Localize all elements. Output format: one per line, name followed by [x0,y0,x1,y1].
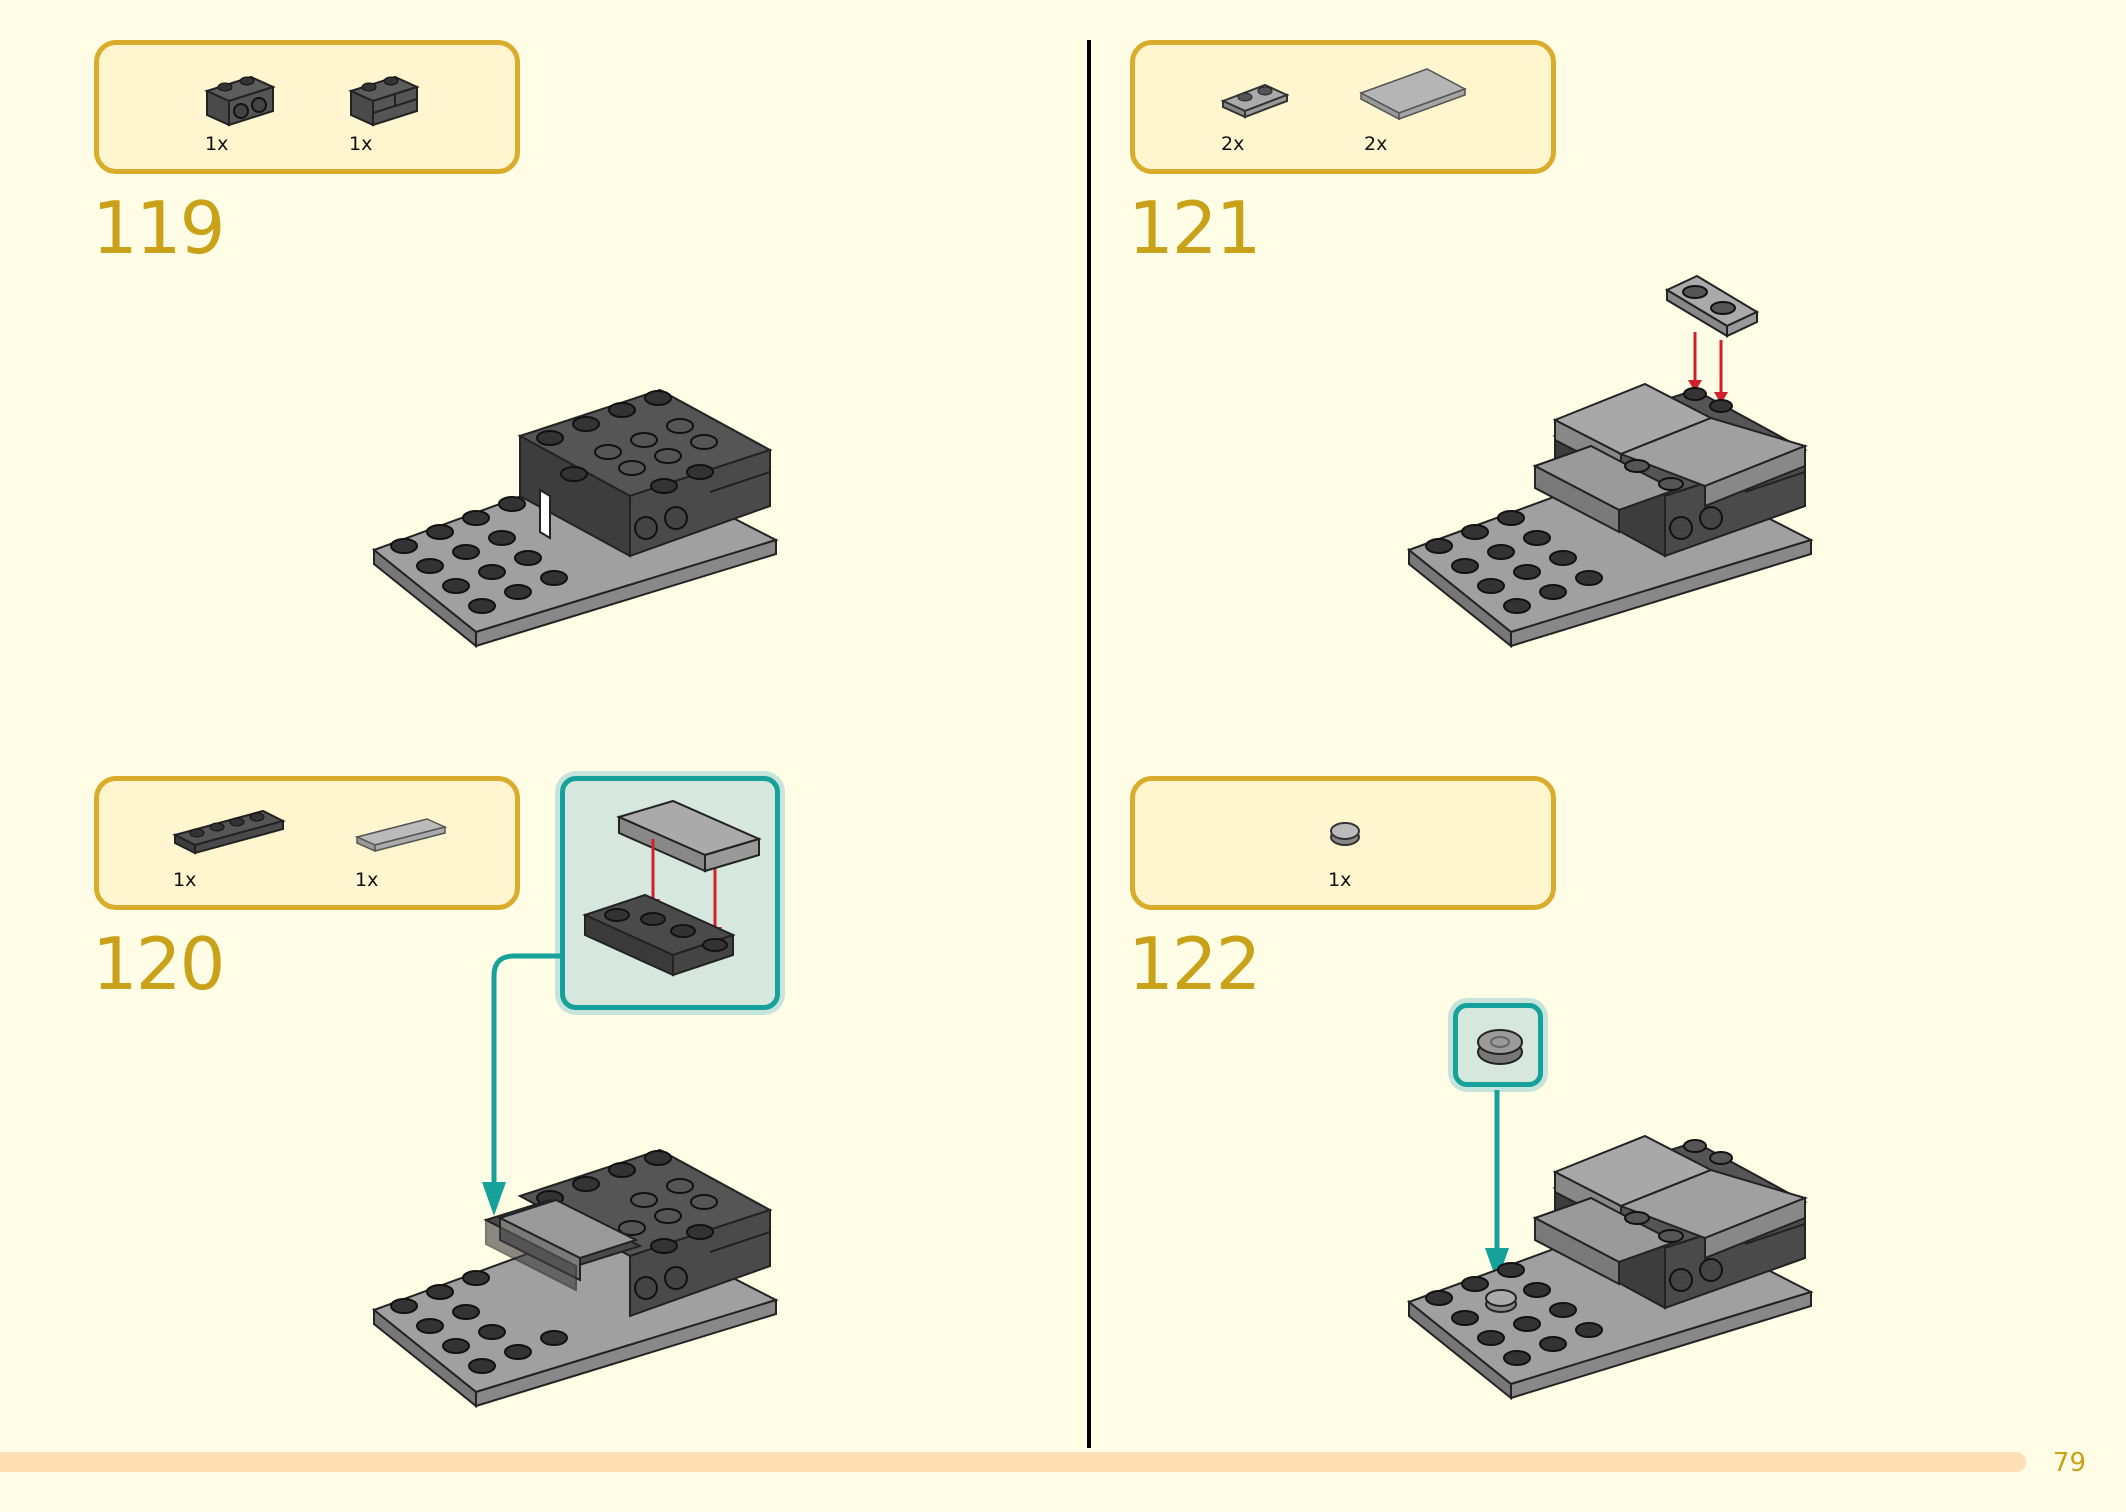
part-qty: 1x [173,869,197,891]
round-tile-icon [1330,822,1360,846]
part-qty: 2x [1364,133,1388,155]
light-gray-4x6-tile-icon [1359,68,1467,121]
callout-122 [1453,1003,1543,1087]
part-qty: 1x [1328,869,1352,891]
step-number-122: 122 [1128,922,1261,1006]
callout-connector-arrow [1485,1090,1509,1282]
light-gray-1x4-tile-icon [354,818,448,853]
callout-120 [560,776,780,1010]
step-number-120: 120 [92,922,225,1006]
step-number-121: 121 [1128,186,1261,270]
page-number: 79 [2052,1448,2086,1478]
part-qty: 1x [349,133,373,155]
build-model-step-120 [371,1148,779,1409]
page-divider [1087,40,1091,1448]
build-model-step-122 [1406,1134,1814,1401]
dark-gray-1x2-technic-brick-icon [204,75,276,127]
parts-box-122: 1x [1130,776,1556,910]
round-tile-detail [1477,1029,1523,1065]
light-gray-1x2-plate-icon [1220,83,1290,119]
part-qty: 1x [205,133,229,155]
part-qty: 2x [1221,133,1245,155]
progress-bar [0,1452,2026,1472]
parts-box-119: 1x 1x [94,40,520,174]
parts-box-120: 1x 1x [94,776,520,910]
step-number-119: 119 [92,186,225,270]
callout-connector-arrow [482,953,564,1216]
build-model-step-119 [371,388,779,649]
build-model-step-121 [1406,274,1814,649]
part-qty: 1x [355,869,379,891]
dark-gray-1x4-plate-icon [172,809,286,855]
dark-gray-1x2-masonry-brick-icon [348,75,420,127]
tile-on-plate-detail [582,799,762,977]
parts-box-121: 2x 2x [1130,40,1556,174]
